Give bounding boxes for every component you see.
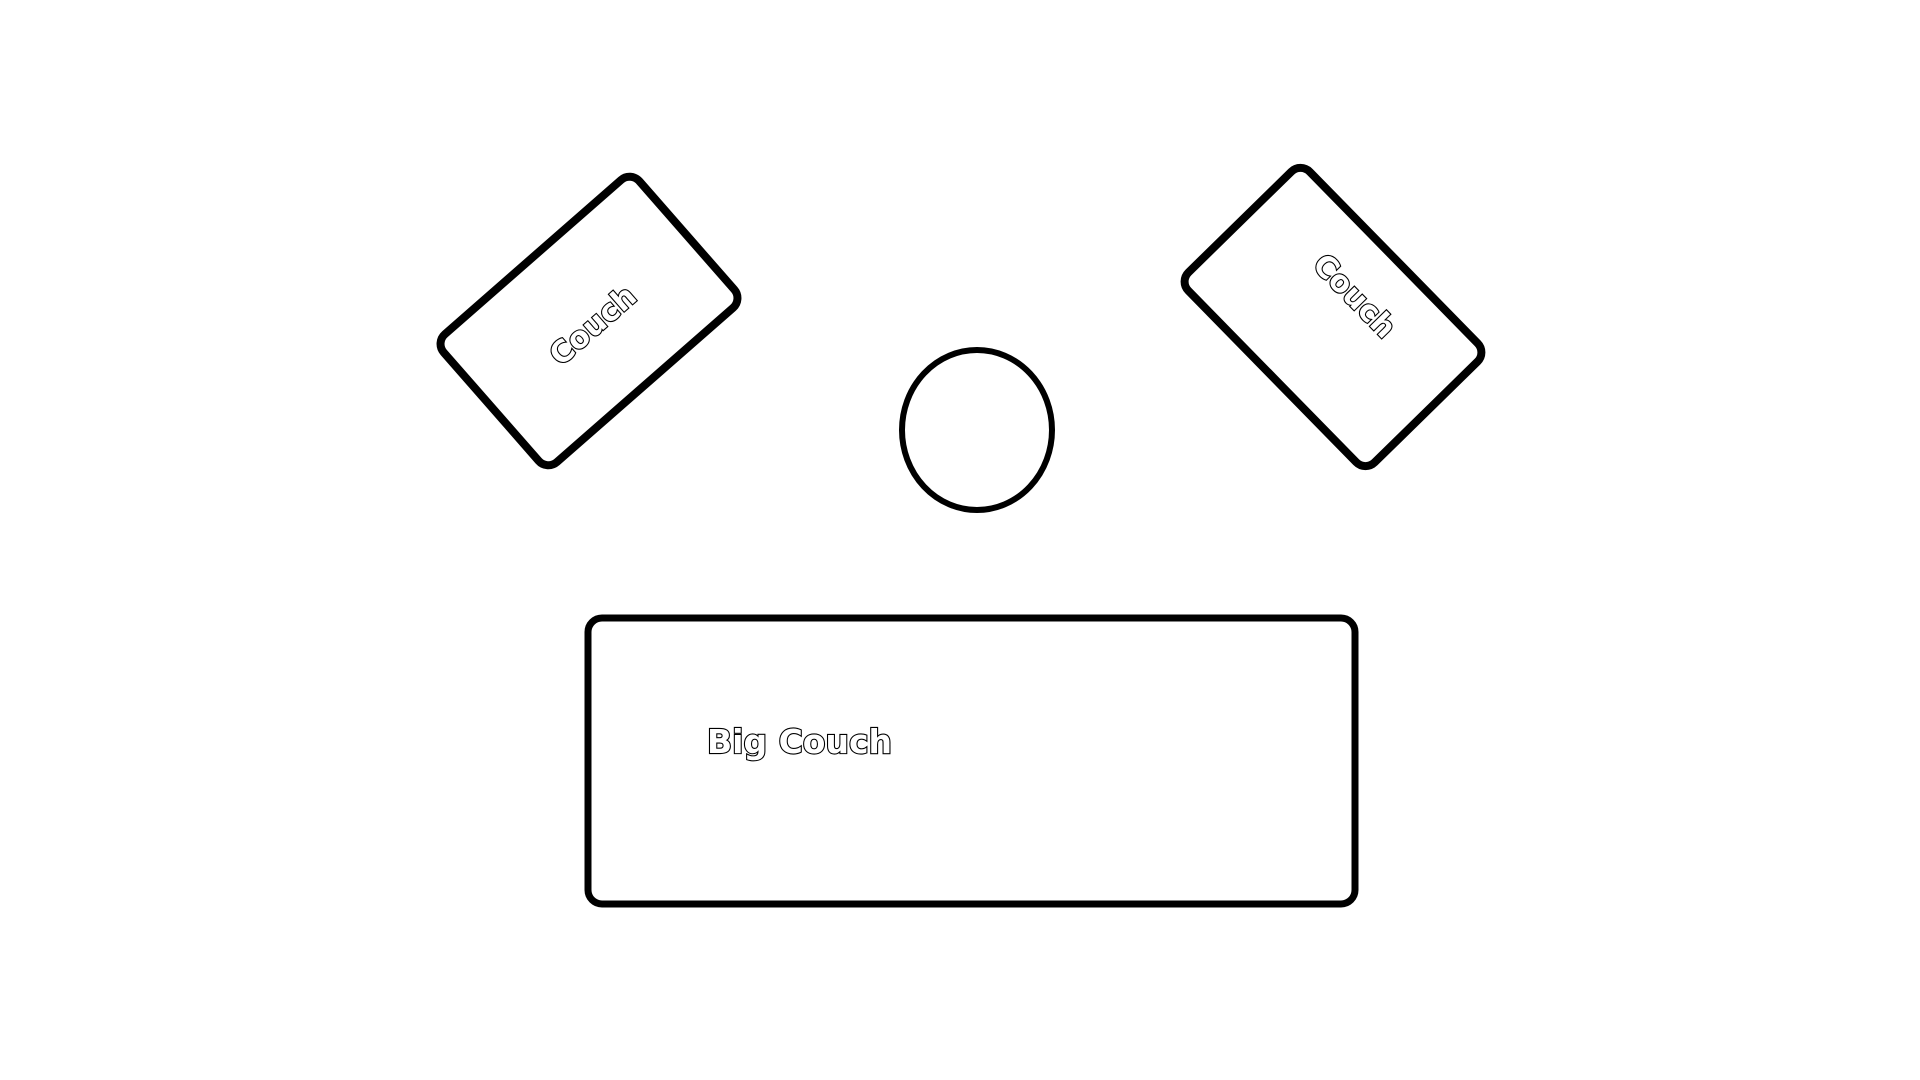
big-couch-shape[interactable]	[584, 614, 1359, 908]
big-couch-label: Big Couch	[707, 722, 892, 761]
right-couch[interactable]: Couch	[1179, 163, 1487, 472]
left-couch[interactable]: Couch	[435, 171, 743, 470]
left-couch-shape[interactable]	[435, 171, 743, 470]
center-table[interactable]	[899, 347, 1055, 513]
right-couch-shape[interactable]	[1179, 163, 1487, 472]
big-couch[interactable]: Big Couch	[584, 614, 1359, 908]
